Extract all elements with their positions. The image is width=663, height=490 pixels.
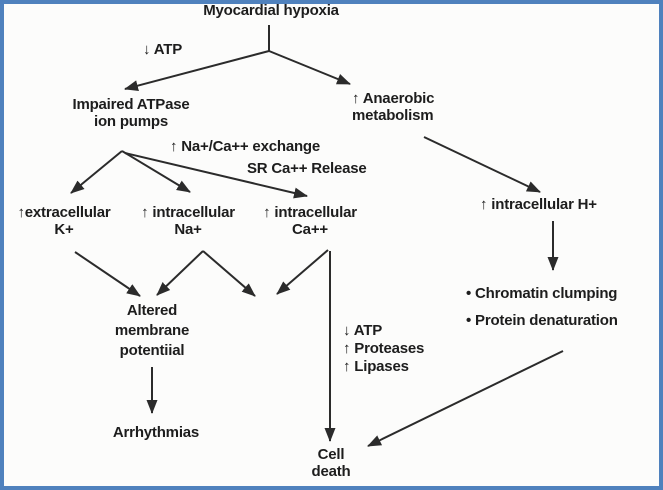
node-atp-decrease-label: ↓ ATP: [143, 41, 182, 58]
edge-ion-pumps-to-extracellular-k: [70, 150, 123, 194]
node-protein-denaturation: • Protein denaturation: [466, 312, 618, 329]
node-na-ca-exchange-label: ↑ Na+/Ca++ exchange: [170, 138, 321, 155]
node-chromatin-clumping: • Chromatin clumping: [466, 285, 618, 302]
edge-hypoxia-to-impaired-atpase: [124, 50, 270, 92]
edge-hypoxia-to-anaerobic: [268, 50, 351, 85]
edge-ion-pumps-to-intracellular-na: [121, 150, 191, 193]
node-enzyme-changes: ↓ ATP ↑ Proteases ↑ Lipases: [343, 322, 425, 375]
edge-effects-to-cell-death: [367, 350, 564, 447]
edge-intracellular-ca-to-membrane: [276, 249, 329, 295]
node-sr-ca-release-label: SR Ca++ Release: [247, 160, 367, 177]
node-arrhythmias: Arrhythmias: [112, 424, 200, 441]
node-intracellular-h: ↑ intracellular H+: [480, 196, 597, 213]
node-cell-death: Cell death: [311, 446, 351, 480]
node-intracellular-ca: ↑ intracellular Ca++: [263, 204, 357, 238]
node-extracellular-k: ↑extracellular K+: [17, 204, 111, 238]
node-altered-membrane-potential: Altered membrane potentiial: [114, 302, 190, 359]
node-intracellular-na: ↑ intracellular Na+: [141, 204, 235, 238]
edge-intracellular-na-to-membrane-left: [156, 250, 204, 296]
edge-ion-pumps-to-intracellular-ca: [124, 152, 308, 199]
edge-extracellular-k-to-membrane: [74, 251, 141, 297]
edge-intracellular-na-to-membrane-right: [202, 250, 256, 297]
node-impaired-atpase-ion-pumps: Impaired ATPase ion pumps: [72, 96, 190, 130]
node-myocardial-hypoxia: Myocardial hypoxia: [203, 2, 339, 19]
node-anaerobic-metabolism: ↑ Anaerobic metabolism: [352, 90, 435, 124]
edge-anaerobic-to-intracellular-h: [423, 136, 541, 193]
